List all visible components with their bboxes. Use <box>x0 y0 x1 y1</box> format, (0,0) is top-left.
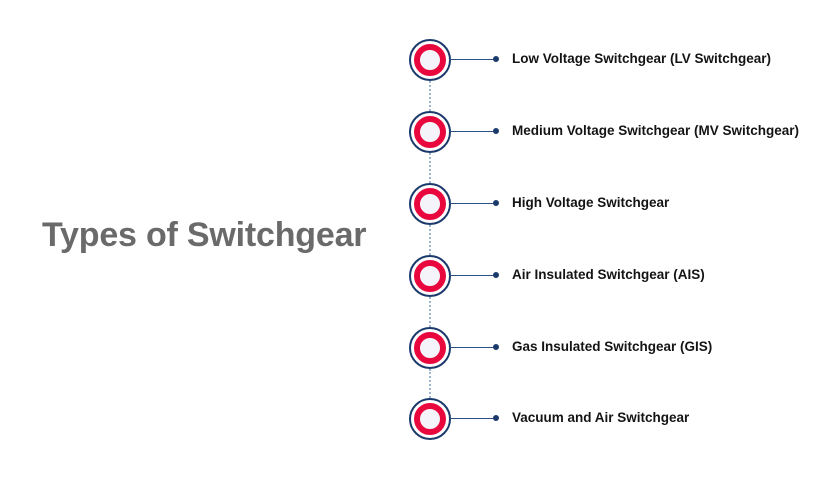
connector-dot-icon <box>493 415 499 421</box>
ring-marker-inner-icon <box>414 44 446 76</box>
connector-dot-icon <box>493 128 499 134</box>
timeline-item[interactable]: Medium Voltage Switchgear (MV Switchgear… <box>0 111 829 157</box>
connector-line <box>450 131 495 132</box>
connector-line <box>450 275 495 276</box>
ring-marker-icon <box>409 39 451 81</box>
connector-dot-icon <box>493 344 499 350</box>
connector-line <box>450 203 495 204</box>
connector-line <box>450 347 495 348</box>
timeline-item-label: Medium Voltage Switchgear (MV Switchgear… <box>512 123 800 138</box>
timeline-item-label: Air Insulated Switchgear (AIS) <box>512 267 705 282</box>
timeline-item-label: High Voltage Switchgear <box>512 195 670 210</box>
timeline-item[interactable]: High Voltage Switchgear <box>0 183 829 229</box>
page-title: Types of Switchgear <box>42 216 367 254</box>
ring-marker-icon <box>409 183 451 225</box>
ring-marker-icon <box>409 255 451 297</box>
timeline-item-label: Gas Insulated Switchgear (GIS) <box>512 339 713 354</box>
ring-marker-inner-icon <box>414 116 446 148</box>
ring-marker-inner-icon <box>414 260 446 292</box>
timeline-item[interactable]: Air Insulated Switchgear (AIS) <box>0 255 829 301</box>
ring-marker-inner-icon <box>414 403 446 435</box>
timeline-item-label: Vacuum and Air Switchgear <box>512 410 690 425</box>
connector-line <box>450 418 495 419</box>
ring-marker-inner-icon <box>414 188 446 220</box>
timeline-spine-segment <box>429 153 433 183</box>
connector-line <box>450 59 495 60</box>
timeline-item[interactable]: Vacuum and Air Switchgear <box>0 398 829 444</box>
timeline-item-label: Low Voltage Switchgear (LV Switchgear) <box>512 51 772 66</box>
timeline-spine-segment <box>429 81 433 111</box>
connector-dot-icon <box>493 272 499 278</box>
timeline-spine-segment <box>429 225 433 255</box>
ring-marker-icon <box>409 111 451 153</box>
timeline-spine-segment <box>429 369 433 398</box>
timeline-spine-segment <box>429 297 433 327</box>
connector-dot-icon <box>493 56 499 62</box>
ring-marker-inner-icon <box>414 332 446 364</box>
timeline-item[interactable]: Gas Insulated Switchgear (GIS) <box>0 327 829 373</box>
ring-marker-icon <box>409 398 451 440</box>
connector-dot-icon <box>493 200 499 206</box>
ring-marker-icon <box>409 327 451 369</box>
timeline-item[interactable]: Low Voltage Switchgear (LV Switchgear) <box>0 39 829 85</box>
